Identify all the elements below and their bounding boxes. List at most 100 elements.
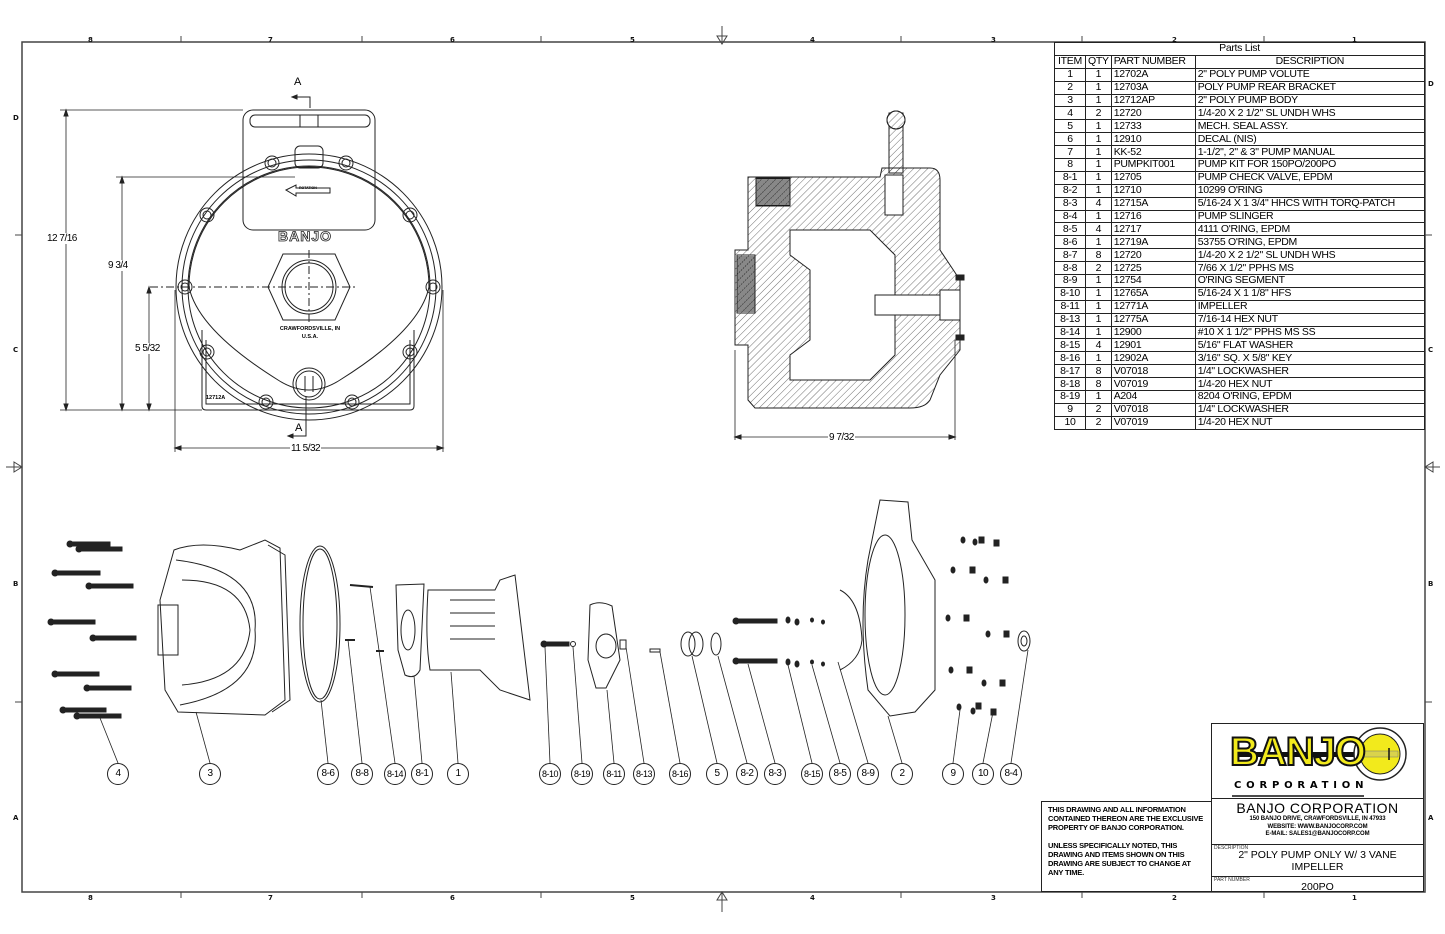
balloon-callout: 8-2 — [736, 763, 758, 785]
qty-cell: 1 — [1085, 325, 1112, 340]
qty-cell: 4 — [1085, 196, 1112, 211]
part-number-cell: V07019 — [1110, 377, 1196, 392]
description-cell: 8204 O'RING, EPDM — [1194, 390, 1426, 404]
zone-label-left: D — [13, 114, 19, 122]
balloon-callout: 8-4 — [1000, 763, 1022, 785]
description-cell: DECAL (NIS) — [1194, 132, 1426, 147]
qty-cell: 1 — [1085, 274, 1112, 288]
logo-box: BANJO CORPORATION — [1212, 724, 1423, 799]
item-cell: 8-13 — [1054, 312, 1086, 327]
part-number-cell: 12901 — [1110, 338, 1196, 353]
description-cell: 2" POLY PUMP VOLUTE — [1194, 67, 1426, 82]
item-cell: 8-14 — [1054, 325, 1086, 340]
part-number-cell: 12720 — [1110, 106, 1196, 121]
section-view — [733, 110, 965, 440]
item-cell: 8-6 — [1054, 235, 1086, 250]
description-cell: PUMP SLINGER — [1194, 209, 1426, 224]
company-box: BANJO CORPORATION 150 BANJO DRIVE, CRAWF… — [1212, 799, 1423, 845]
zone-label-top: 1 — [1352, 36, 1357, 44]
part-number-cell: PUMPKIT001 — [1110, 158, 1196, 172]
description-line-1: 2" POLY PUMP ONLY W/ 3 VANE — [1238, 849, 1397, 861]
qty-cell: 2 — [1085, 261, 1112, 276]
balloon-callout: 8-13 — [633, 763, 655, 785]
qty-cell: 8 — [1085, 377, 1112, 392]
item-cell: 8-7 — [1054, 248, 1086, 263]
qty-cell: 1 — [1085, 158, 1112, 172]
parts-list-table: Parts List ITEM QTY PART NUMBER DESCRIPT… — [1054, 42, 1426, 430]
item-cell: 8-18 — [1054, 377, 1086, 392]
zone-label-bottom: 7 — [268, 894, 273, 902]
balloon-callout: 8-14 — [384, 763, 406, 785]
exploded-view — [47, 499, 1031, 764]
part-number-cell: 12710 — [1110, 183, 1196, 198]
zone-label-right: C — [1428, 346, 1434, 354]
part-number-box: PART NUMBER 200PO — [1212, 877, 1423, 893]
qty-cell: 1 — [1085, 183, 1112, 198]
qty-cell: 1 — [1085, 119, 1112, 134]
qty-cell: 4 — [1085, 222, 1112, 237]
qty-cell: 1 — [1085, 312, 1112, 327]
notice-paragraph-1: THIS DRAWING AND ALL INFORMATION CONTAIN… — [1048, 805, 1204, 832]
description-cell: 7/16-14 HEX NUT — [1194, 312, 1426, 327]
part-number-cell: 12902A — [1110, 351, 1196, 366]
description-cell: MECH. SEAL ASSY. — [1194, 119, 1426, 134]
zone-label-top: 2 — [1172, 36, 1177, 44]
qty-cell: 2 — [1085, 402, 1112, 417]
qty-cell: 8 — [1085, 364, 1112, 379]
part-number-cell: 12703A — [1110, 80, 1196, 95]
balloon-callout: 2 — [891, 763, 913, 785]
description-cell: IMPELLER — [1194, 299, 1426, 314]
column-header-item: ITEM — [1054, 54, 1086, 69]
item-cell: 8-15 — [1054, 338, 1086, 353]
description-cell: 2" POLY PUMP BODY — [1194, 93, 1426, 108]
part-number-value: 200PO — [1301, 881, 1334, 893]
company-email: E-MAIL: SALES1@BANJOCORP.COM — [1265, 831, 1370, 837]
description-cell: 1-1/2", 2" & 3" PUMP MANUAL — [1194, 145, 1426, 160]
description-cell: 1/4-20 HEX NUT — [1194, 415, 1426, 430]
part-number-cell: 12765A — [1110, 286, 1196, 301]
description-cell: 5/16-24 X 1 3/4" HHCS WITH TORQ-PATCH — [1194, 196, 1426, 211]
parts-list-title: Parts List — [1054, 42, 1425, 56]
description-cell: 7/66 X 1/2" PPHS MS — [1194, 261, 1426, 276]
balloon-callout: 8-1 — [411, 763, 433, 785]
part-number-cell: 12715A — [1110, 196, 1196, 211]
description-cell: 5/16-24 X 1 1/8" HFS — [1194, 286, 1426, 301]
part-number-cell: V07019 — [1110, 415, 1196, 430]
qty-cell: 1 — [1085, 209, 1112, 224]
part-number-cell: 12771A — [1110, 299, 1196, 314]
part-number-cell: 12754 — [1110, 274, 1196, 288]
description-cell: 1/4-20 X 2 1/2" SL UNDH WHS — [1194, 106, 1426, 121]
description-cell: #10 X 1 1/2" PPHS MS SS — [1194, 325, 1426, 340]
description-box: DESCRIPTION 2" POLY PUMP ONLY W/ 3 VANE … — [1212, 845, 1423, 877]
part-number-cell: 12712AP — [1110, 93, 1196, 108]
zone-label-bottom: 3 — [991, 894, 996, 902]
cast-brand-text: BANJO — [278, 228, 333, 245]
logo-subtext: CORPORATION — [1234, 780, 1369, 791]
qty-cell: 1 — [1085, 235, 1112, 250]
company-name: BANJO CORPORATION — [1236, 800, 1399, 816]
title-block: BANJO CORPORATION BANJO CORPORATION 150 … — [1211, 723, 1424, 893]
part-number-cell: 12910 — [1110, 132, 1196, 147]
zone-label-bottom: 5 — [630, 894, 635, 902]
qty-cell: 1 — [1085, 299, 1112, 314]
qty-cell: 1 — [1085, 132, 1112, 147]
balloon-callout: 8-5 — [829, 763, 851, 785]
zone-label-left: C — [13, 346, 19, 354]
dimension-overall-width: 11 5/32 — [290, 443, 322, 454]
